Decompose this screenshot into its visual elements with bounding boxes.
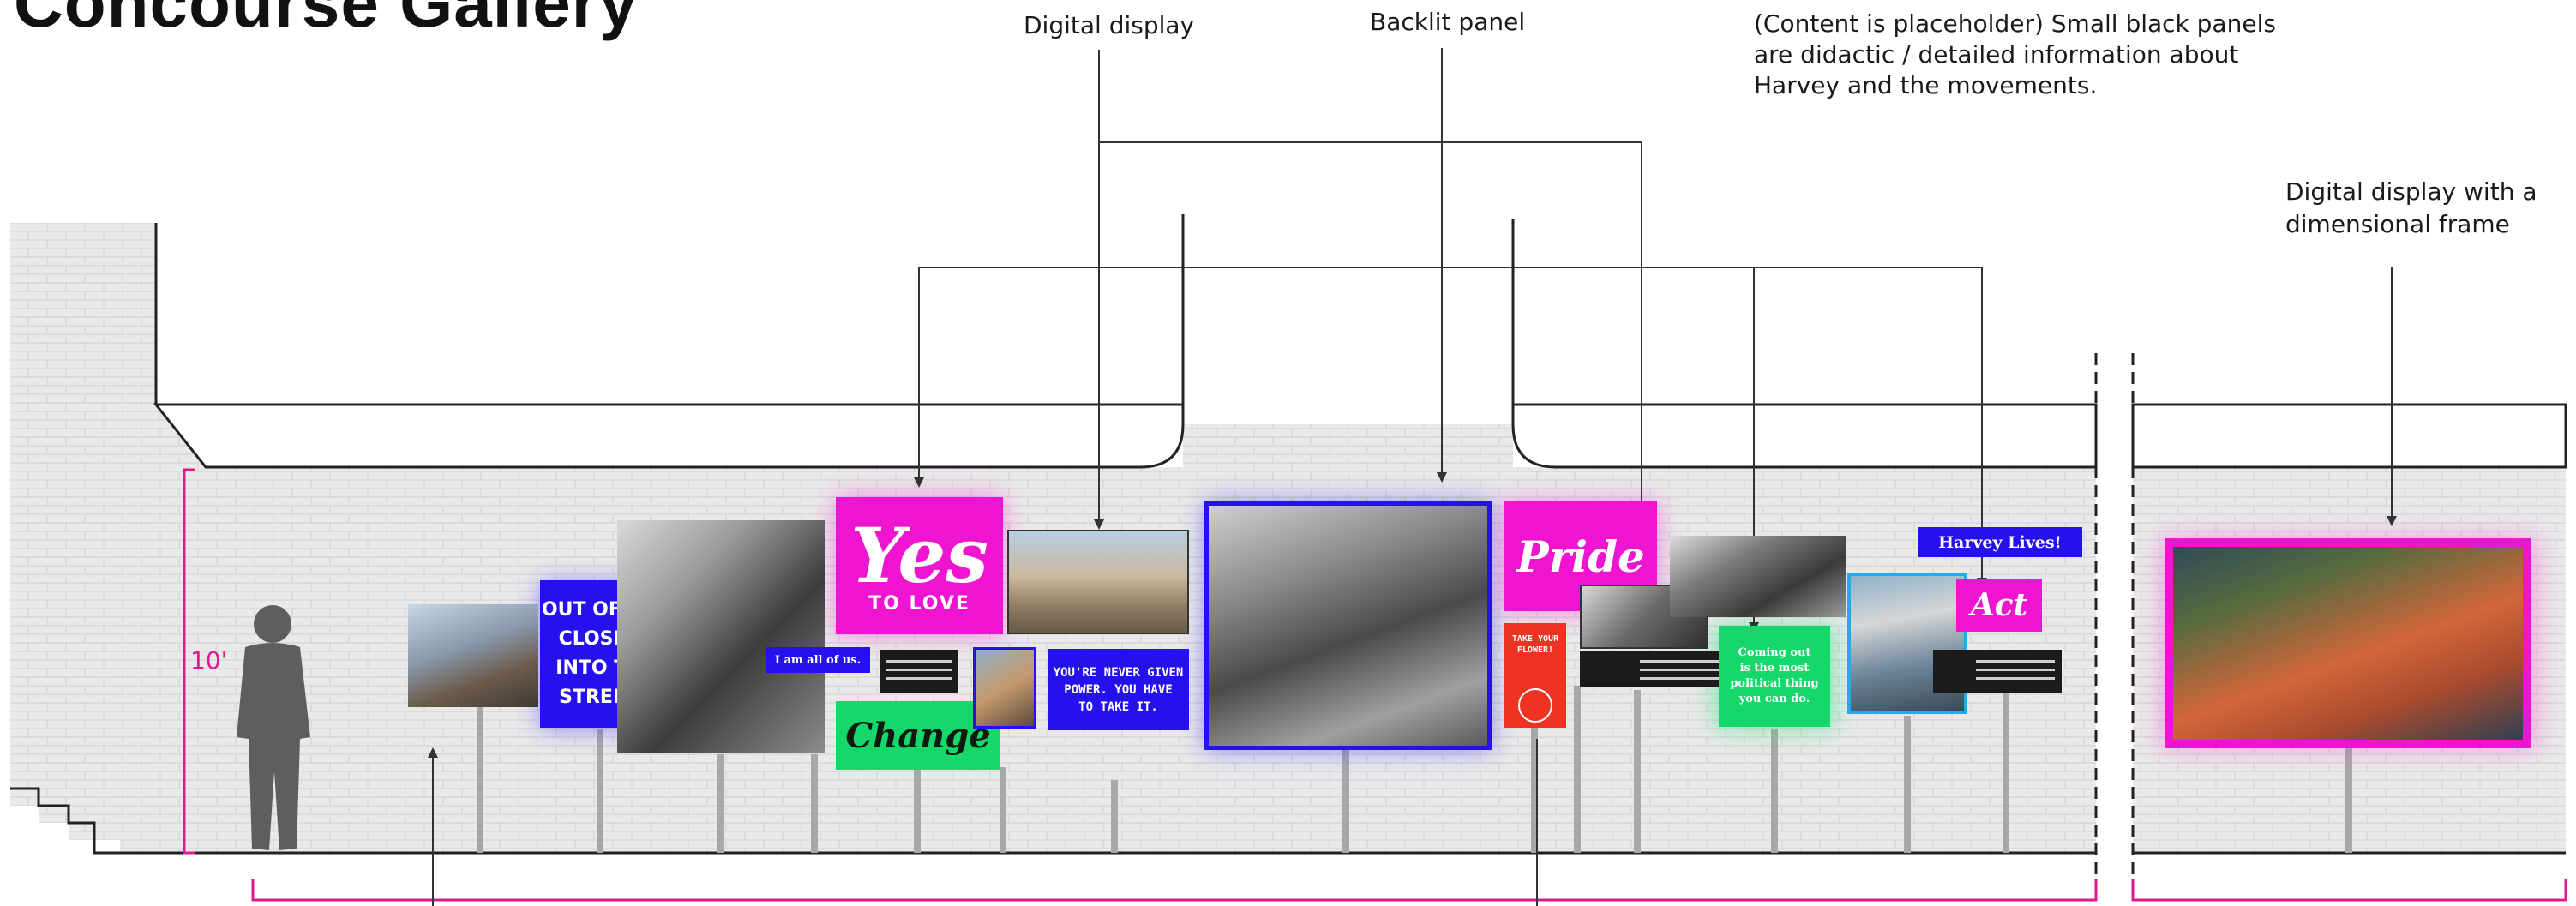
panel-yes-to-love: Yes TO LOVE [836, 497, 1003, 634]
page-title: Concourse Gallery [14, 0, 639, 41]
floor-line [10, 787, 2096, 855]
panel-pride: Pride [1504, 501, 1657, 611]
panel-i-am-all-of-us: I am all of us. [766, 647, 870, 673]
length-dimension-left [251, 879, 2098, 902]
never-given-line-3: TO TAKE IT. [1078, 699, 1158, 714]
didactic-panel-1 [880, 650, 958, 693]
height-label: 10' [190, 646, 228, 675]
backlit-panel-crowd-photo [1204, 501, 1492, 750]
panel-act: Act [1956, 579, 2042, 632]
flower-line-1: TAKE YOUR [1511, 634, 1559, 644]
panel-change: Change [836, 701, 1000, 770]
support-posts [477, 686, 2352, 853]
label-placeholder-note-2: are didactic / detailed information abou… [1754, 40, 2239, 69]
label-backlit-panel: Backlit panel [1370, 8, 1526, 36]
yes-text: Yes [850, 510, 988, 600]
coming-out-line-1: Coming out [1738, 646, 1811, 659]
height-dimension [183, 468, 195, 855]
soffit-right [2131, 403, 2567, 469]
soffit-left [153, 403, 1185, 469]
label-placeholder-note-1: (Content is placeholder) Small black pan… [1754, 9, 2276, 38]
human-silhouette [237, 605, 310, 850]
digital-display-city-photo [1007, 530, 1189, 634]
label-dimensional-frame-1: Digital display with a [2285, 177, 2537, 206]
photo-panel-milk-storefront [1847, 573, 1967, 714]
soffit-mid [1511, 403, 2098, 469]
panel-harvey-lives: Harvey Lives! [1918, 527, 2082, 557]
label-digital-display: Digital display [1024, 11, 1195, 39]
callout-lines [432, 48, 2393, 906]
panel-never-given-power: YOU'RE NEVER GIVEN POWER. YOU HAVE TO TA… [1048, 649, 1189, 730]
never-given-line-2: POWER. YOU HAVE [1064, 682, 1173, 697]
never-given-line-1: YOU'RE NEVER GIVEN [1053, 665, 1184, 680]
photo-panel-harvey-portrait [617, 520, 825, 753]
length-dimension-right [2131, 879, 2567, 902]
flower-line-2: FLOWER! [1516, 645, 1554, 655]
photo-panel-small-portrait [973, 647, 1036, 729]
coming-out-line-2: is the most [1739, 662, 1810, 675]
photo-panel-protest-signs [408, 604, 538, 707]
to-love-text: TO LOVE [868, 592, 970, 615]
coming-out-line-4: you can do. [1738, 693, 1810, 705]
label-dimensional-frame-2: dimensional frame [2285, 210, 2510, 238]
label-placeholder-note-3: Harvey and the movements. [1754, 71, 2098, 99]
panel-coming-out: Coming out is the most political thing y… [1719, 626, 1830, 727]
digital-display-dimensional-frame [2165, 538, 2531, 748]
didactic-panel-3 [1933, 650, 2062, 693]
panel-take-your-flower: TAKE YOUR FLOWER! [1504, 623, 1566, 728]
flower-dispenser-icon[interactable] [1518, 688, 1552, 723]
photo-panel-group [1670, 536, 1846, 617]
coming-out-line-3: political thing [1730, 677, 1819, 690]
